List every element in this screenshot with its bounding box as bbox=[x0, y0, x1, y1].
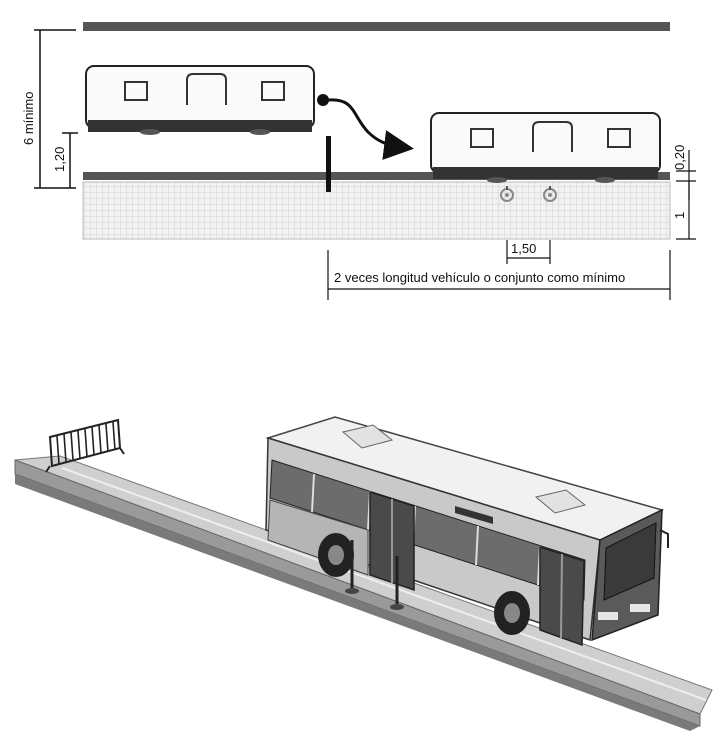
crowd-barrier bbox=[45, 418, 125, 473]
dim-length-label: 2 veces longitud vehículo o conjunto com… bbox=[334, 270, 625, 285]
bollard-post bbox=[326, 136, 331, 192]
dim-height-platform-label: 1,20 bbox=[52, 147, 67, 172]
kerb-line bbox=[83, 172, 670, 180]
trajectory-arrow bbox=[317, 94, 414, 160]
dim-length: 2 veces longitud vehículo o conjunto com… bbox=[327, 250, 671, 300]
far-boundary-line bbox=[83, 22, 670, 31]
dim-spacing-label: 1,50 bbox=[511, 241, 536, 256]
stop-posts bbox=[500, 186, 557, 202]
dim-band-label: 1 bbox=[672, 212, 687, 219]
dim-height-platform: 1,20 bbox=[52, 132, 78, 188]
dim-kerb: 0,20 bbox=[672, 145, 696, 200]
dim-spacing: 1,50 bbox=[506, 240, 551, 264]
bollards-perspective bbox=[345, 540, 404, 610]
plan-diagram: 6 mínimo 1,20 0,20 1 1,50 bbox=[21, 22, 696, 300]
bus-right bbox=[430, 112, 661, 183]
bus-left bbox=[85, 65, 315, 135]
dim-height-total-label: 6 mínimo bbox=[21, 92, 36, 145]
bus-perspective bbox=[265, 416, 669, 647]
platform-area bbox=[82, 181, 671, 240]
perspective-illustration bbox=[14, 416, 713, 731]
dim-kerb-label: 0,20 bbox=[672, 145, 687, 170]
dim-band: 1 bbox=[672, 181, 696, 240]
platform-perspective bbox=[14, 455, 713, 731]
dim-height-total: 6 mínimo bbox=[21, 29, 76, 189]
